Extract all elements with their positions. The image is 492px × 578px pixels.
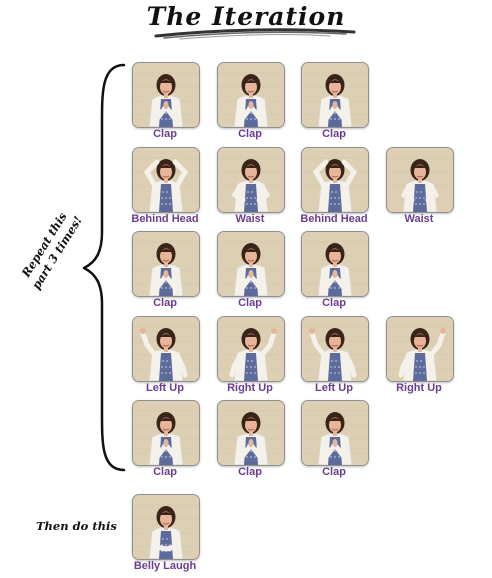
move-label: Right Up <box>227 382 273 394</box>
move-label: Clap <box>153 466 177 478</box>
move-card: Clap <box>290 231 378 313</box>
move-label: Left Up <box>146 382 184 394</box>
move-card: Clap <box>206 231 294 313</box>
move-photo <box>132 231 200 297</box>
move-card: Clap <box>290 400 378 482</box>
move-photo <box>301 62 369 128</box>
move-photo <box>301 400 369 466</box>
move-photo <box>132 316 200 382</box>
move-card: Right Up <box>206 316 294 398</box>
move-card: Waist <box>206 147 294 229</box>
move-card: Right Up <box>375 316 463 398</box>
move-label: Behind Head <box>131 213 199 225</box>
move-photo <box>217 400 285 466</box>
move-card: Left Up <box>290 316 378 398</box>
move-label: Clap <box>238 297 262 309</box>
move-card: Waist <box>375 147 463 229</box>
move-photo <box>386 147 454 213</box>
move-card: Left Up <box>121 316 209 398</box>
move-card: Belly Laugh <box>121 494 209 576</box>
move-photo <box>217 62 285 128</box>
move-photo <box>132 494 200 560</box>
move-label: Right Up <box>396 382 442 394</box>
move-label: Waist <box>404 213 434 225</box>
move-photo <box>301 147 369 213</box>
move-photo <box>301 231 369 297</box>
move-label: Clap <box>322 297 346 309</box>
move-label: Clap <box>153 128 177 140</box>
move-label: Clap <box>238 128 262 140</box>
move-photo <box>386 316 454 382</box>
move-label: Behind Head <box>300 213 368 225</box>
move-card: Clap <box>121 400 209 482</box>
move-card: Behind Head <box>121 147 209 229</box>
move-photo <box>132 62 200 128</box>
move-card: Clap <box>121 231 209 313</box>
repeat-brace <box>82 63 126 472</box>
move-label: Clap <box>238 466 262 478</box>
repeat-note: Repeat this part 3 times! <box>18 209 86 292</box>
move-photo <box>217 231 285 297</box>
move-photo <box>217 147 285 213</box>
move-card: Behind Head <box>290 147 378 229</box>
page-title: The Iteration <box>146 2 346 31</box>
move-label: Left Up <box>315 382 353 394</box>
move-label: Clap <box>322 466 346 478</box>
move-card: Clap <box>206 400 294 482</box>
move-card: Clap <box>290 62 378 144</box>
move-label: Belly Laugh <box>133 560 197 572</box>
move-card: Clap <box>206 62 294 144</box>
move-label: Clap <box>153 297 177 309</box>
move-photo <box>301 316 369 382</box>
move-photo <box>132 147 200 213</box>
move-photo <box>132 400 200 466</box>
title-underline-swoosh <box>154 28 356 40</box>
move-card: Clap <box>121 62 209 144</box>
then-note: Then do this <box>36 519 117 533</box>
move-label: Clap <box>322 128 346 140</box>
move-photo <box>217 316 285 382</box>
move-label: Waist <box>235 213 265 225</box>
